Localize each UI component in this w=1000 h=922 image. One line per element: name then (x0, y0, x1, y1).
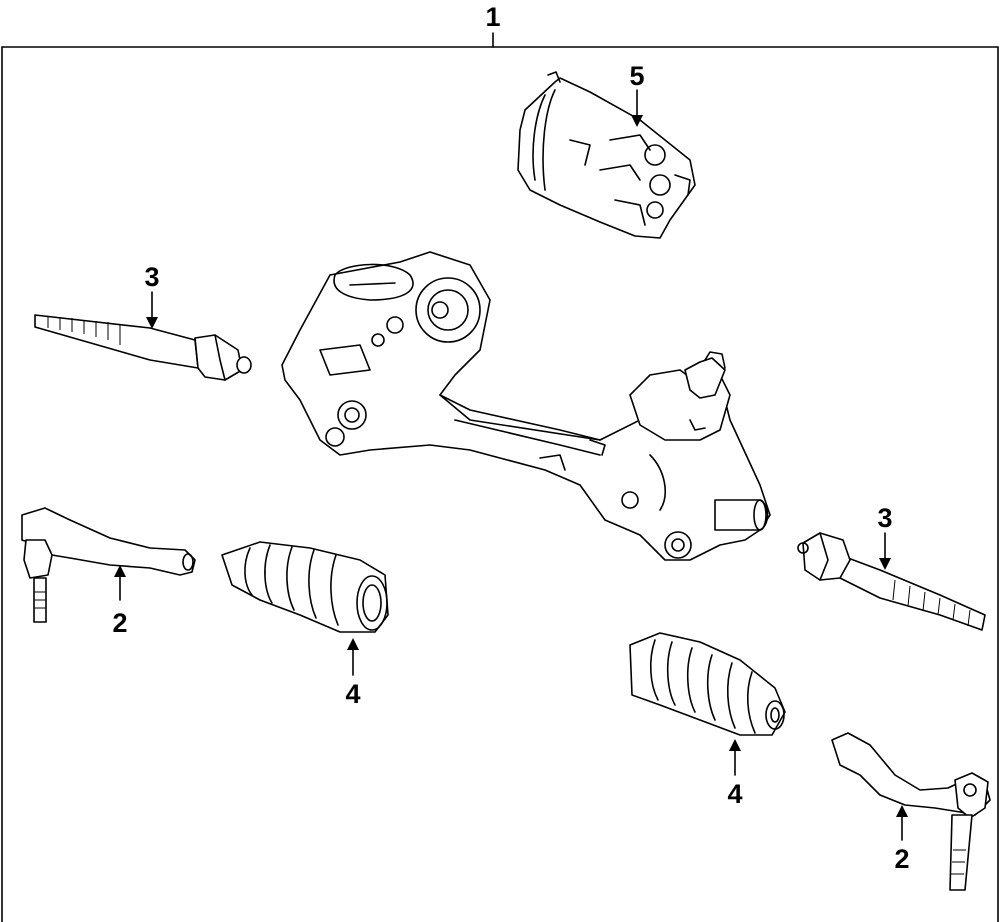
callout-2-left: 2 (112, 608, 127, 638)
tie-rod-end-right-icon (831, 732, 991, 891)
motor-icon (517, 71, 696, 239)
callout-4-right: 4 (727, 779, 742, 809)
callout-arrow-4-right (729, 739, 741, 776)
callout-arrow-5 (631, 89, 643, 127)
assembly-frame (1, 32, 999, 922)
callout-2-right: 2 (894, 844, 909, 874)
callout-arrow-2-right (896, 805, 908, 841)
callout-3-right: 3 (877, 503, 892, 533)
steering-rack-icon (281, 251, 771, 561)
callout-3-left: 3 (144, 262, 159, 292)
callout-arrow-3-left (146, 291, 158, 329)
tie-rod-end-left-icon (21, 507, 196, 623)
callout-4-left: 4 (345, 679, 360, 709)
callout-arrow-2-left (114, 565, 126, 601)
boot-right-icon (629, 632, 786, 736)
inner-tie-rod-right-icon (797, 532, 986, 631)
callout-arrow-4-left (347, 638, 359, 676)
callout-1: 1 (485, 2, 500, 32)
boot-left-icon (221, 541, 389, 633)
callout-5: 5 (629, 61, 644, 91)
callout-arrow-3-right (879, 532, 891, 570)
inner-tie-rod-left-icon (34, 314, 252, 381)
